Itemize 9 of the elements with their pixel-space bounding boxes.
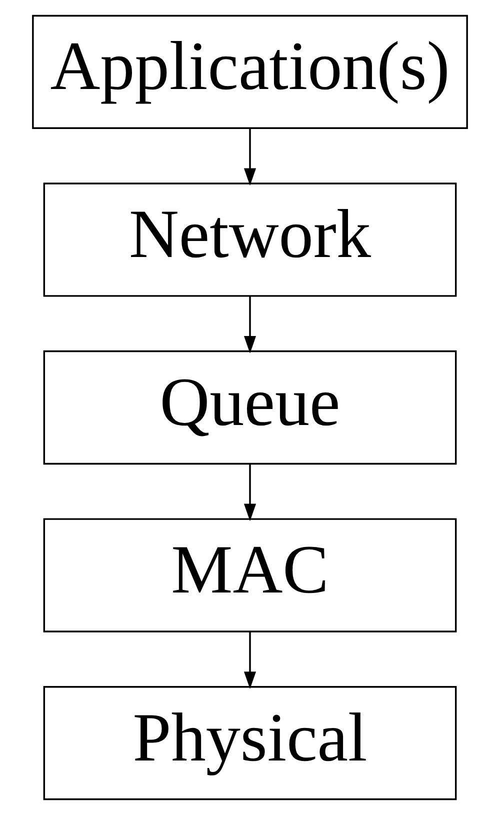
node-box: Physical [43, 686, 457, 800]
arrow [244, 296, 256, 354]
node-box: Application(s) [32, 14, 468, 130]
arrow [244, 632, 256, 689]
arrow [244, 128, 256, 186]
node-box: MAC [43, 518, 457, 632]
node-box: Network [43, 182, 457, 297]
arrow [244, 464, 256, 522]
node-box: Queue [43, 350, 457, 465]
